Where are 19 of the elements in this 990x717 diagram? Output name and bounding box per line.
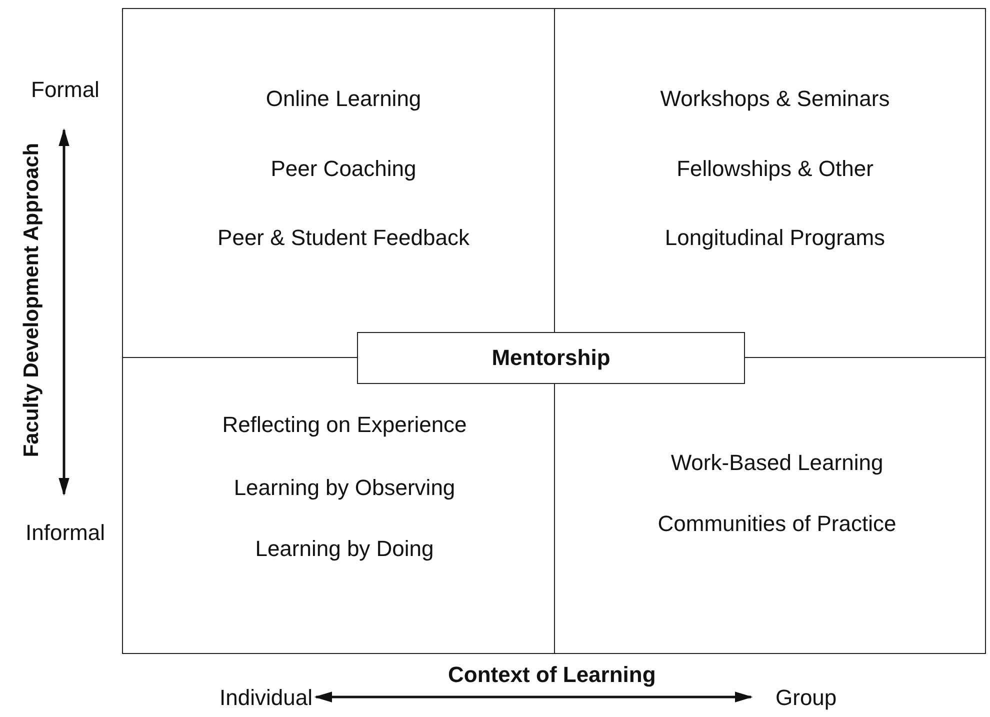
- item-text: Peer & Student Feedback: [218, 225, 470, 251]
- axis-label: Formal: [31, 77, 100, 103]
- axis-title: Context of Learning: [448, 662, 656, 688]
- box-title: Mentorship: [492, 345, 610, 371]
- item-text: Online Learning: [266, 86, 422, 112]
- axis-title: Faculty Development Approach: [19, 142, 44, 458]
- axis-label: Individual: [220, 685, 312, 711]
- axis-label: Group: [776, 685, 837, 711]
- item-text: Peer Coaching: [270, 156, 416, 182]
- item-text: Work-Based Learning: [670, 450, 884, 476]
- label-box: [357, 332, 745, 384]
- item-text: Learning by Doing: [255, 536, 434, 562]
- item-text: Workshops & Seminars: [660, 86, 890, 112]
- item-text: Communities of Practice: [658, 511, 896, 537]
- item-text: Fellowships & Other: [676, 156, 874, 182]
- item-text: Reflecting on Experience: [222, 412, 467, 438]
- item-text: Longitudinal Programs: [664, 225, 886, 251]
- item-text: Learning by Observing: [234, 475, 456, 501]
- axis-label: Informal: [26, 520, 105, 546]
